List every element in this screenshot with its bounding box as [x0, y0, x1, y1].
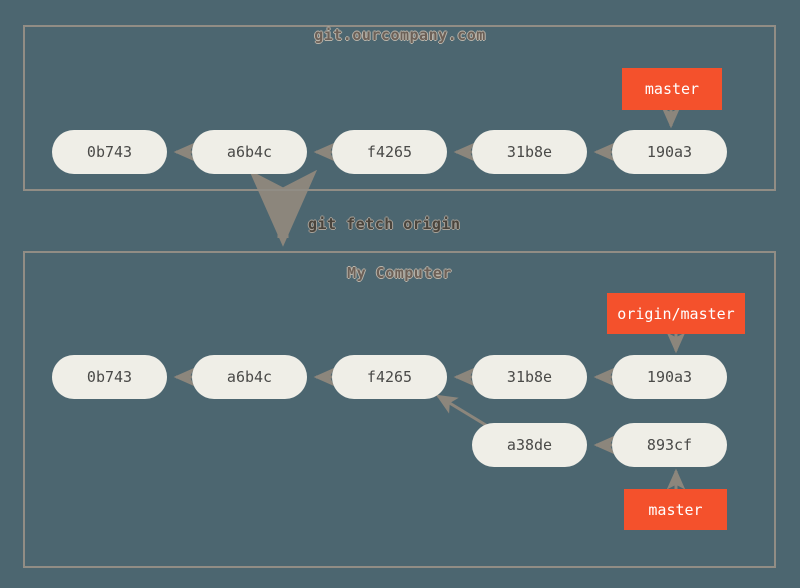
local-repository-frame: My Computer: [23, 251, 776, 568]
branch-label-origin-master[interactable]: origin/master: [607, 293, 745, 334]
commit-node[interactable]: a6b4c: [192, 355, 307, 399]
operation-label-git-fetch-origin: git fetch origin: [308, 215, 461, 233]
local-repository-title: My Computer: [347, 264, 452, 282]
commit-node[interactable]: 190a3: [612, 130, 727, 174]
commit-node[interactable]: 893cf: [612, 423, 727, 467]
commit-node[interactable]: 0b743: [52, 130, 167, 174]
remote-repository-frame: [23, 25, 776, 191]
commit-node[interactable]: f4265: [332, 355, 447, 399]
commit-node[interactable]: 190a3: [612, 355, 727, 399]
branch-label-master[interactable]: master: [622, 68, 722, 110]
commit-node[interactable]: 31b8e: [472, 355, 587, 399]
remote-repository-title: git.ourcompany.com: [314, 26, 486, 44]
commit-node[interactable]: f4265: [332, 130, 447, 174]
commit-node[interactable]: 0b743: [52, 355, 167, 399]
commit-node[interactable]: a6b4c: [192, 130, 307, 174]
branch-label-master[interactable]: master: [624, 489, 727, 530]
commit-node[interactable]: 31b8e: [472, 130, 587, 174]
commit-node[interactable]: a38de: [472, 423, 587, 467]
